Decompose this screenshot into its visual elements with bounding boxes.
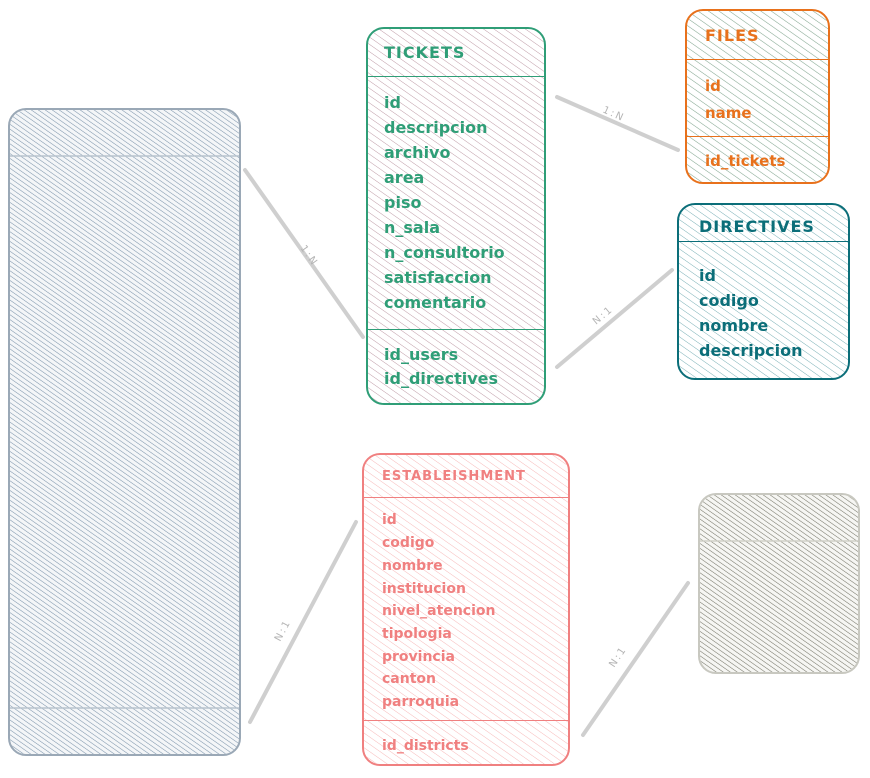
directives-entity: DIRECTIVES id codigo nombre descripcion	[677, 203, 850, 380]
files-entity: FILES id name id_tickets	[685, 9, 830, 184]
tickets-files-connector	[555, 95, 680, 152]
tickets-field: satisfaccion	[384, 268, 492, 287]
establishment-field: nivel_atencion	[382, 603, 496, 619]
tickets-hatch	[368, 29, 544, 403]
users-tickets-connector	[243, 168, 365, 339]
establishment-field: canton	[382, 671, 436, 687]
establishment-hatch	[364, 455, 568, 764]
directives-field: descripcion	[699, 341, 803, 360]
files-field: name	[705, 104, 752, 122]
establishment-title-divider	[364, 497, 568, 498]
directives-field: nombre	[699, 316, 769, 335]
tickets-title: TICKETS	[384, 43, 466, 62]
tickets-directives-connector	[555, 268, 674, 369]
establishment-field: tipologia	[382, 626, 452, 642]
establishment-field: id	[382, 512, 397, 528]
tickets-field: area	[384, 168, 425, 187]
establishment-districts-connector	[581, 581, 690, 737]
tickets-fk-field: id_directives	[384, 369, 499, 388]
users-hatch	[10, 110, 239, 754]
districts-hatch	[700, 495, 858, 672]
files-fk-field: id_tickets	[705, 152, 786, 170]
tickets-field: n_consultorio	[384, 243, 505, 262]
establishment-districts-cardinality: N:1	[607, 644, 629, 669]
tickets-title-divider	[368, 76, 544, 77]
users-entity	[8, 108, 241, 756]
files-hatch	[687, 11, 828, 182]
files-title: FILES	[705, 26, 760, 45]
establishment-field: parroquia	[382, 694, 460, 710]
tickets-field: piso	[384, 193, 422, 212]
tickets-field: comentario	[384, 293, 487, 312]
users-establishment-connector	[248, 520, 358, 724]
establishment-field: nombre	[382, 558, 443, 574]
establishment-fk-divider	[364, 720, 568, 721]
establishment-field: codigo	[382, 535, 435, 551]
tickets-fk-divider	[368, 329, 544, 330]
files-title-divider	[687, 59, 828, 60]
tickets-field: id	[384, 93, 401, 112]
users-establishment-cardinality: N:1	[273, 618, 294, 644]
districts-entity	[698, 493, 860, 674]
directives-title-divider	[679, 241, 848, 242]
directives-title: DIRECTIVES	[699, 217, 815, 236]
directives-hatch	[679, 205, 848, 378]
users-tickets-cardinality: 1:N	[298, 243, 320, 268]
directives-field: id	[699, 266, 716, 285]
tickets-entity: TICKETS id descripcion archivo area piso…	[366, 27, 546, 405]
files-field: id	[705, 77, 721, 95]
tickets-fk-field: id_users	[384, 345, 459, 364]
establishment-entity: ESTABLEISHMENT id codigo nombre instituc…	[362, 453, 570, 766]
establishment-field: institucion	[382, 581, 466, 597]
directives-field: codigo	[699, 291, 759, 310]
tickets-field: n_sala	[384, 218, 440, 237]
tickets-field: archivo	[384, 143, 451, 162]
files-fk-divider	[687, 136, 828, 137]
tickets-directives-cardinality: N:1	[591, 304, 616, 327]
establishment-field: provincia	[382, 649, 455, 665]
establishment-fk-field: id_districts	[382, 738, 469, 754]
establishment-title: ESTABLEISHMENT	[382, 469, 526, 484]
tickets-field: descripcion	[384, 118, 488, 137]
